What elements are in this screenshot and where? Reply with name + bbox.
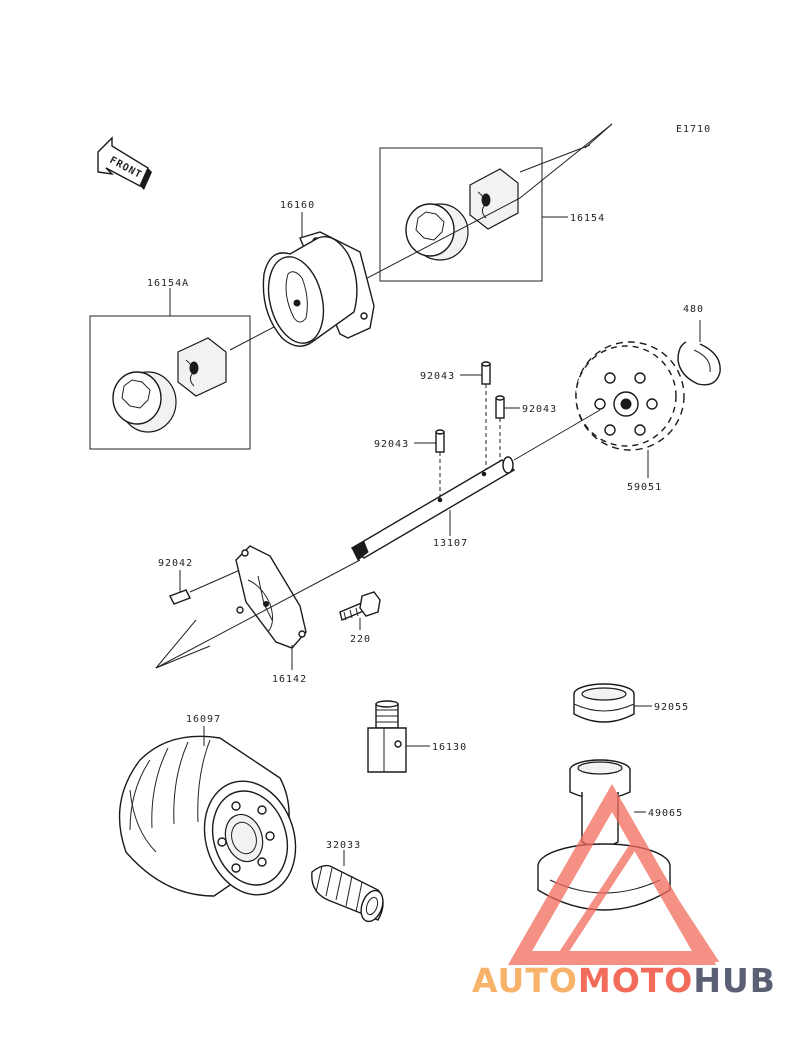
inner-rotor-16154a (177, 337, 227, 397)
label-13107: 13107 (433, 538, 468, 549)
watermark-part-auto: AUTO (472, 961, 578, 1000)
label-59051: 59051 (627, 482, 662, 493)
figure-code: E1710 (676, 124, 711, 135)
watermark-text: AUTOMOTOHUB (472, 961, 776, 1000)
label-16154: 16154 (570, 213, 605, 224)
shaft-13107 (350, 409, 601, 561)
label-92042: 92042 (158, 558, 193, 569)
cover-16142 (235, 545, 307, 649)
outer-rotor-16154a (112, 371, 177, 433)
label-480: 480 (683, 304, 704, 315)
cap-92055 (573, 683, 635, 723)
hose-32033 (311, 864, 384, 923)
fitting-16130 (367, 700, 407, 773)
watermark-logo (507, 783, 720, 965)
inner-rotor-16154 (469, 168, 519, 230)
outer-rotor-16154 (405, 203, 469, 261)
oil-filter-16097 (118, 735, 297, 897)
pin-92042 (169, 569, 241, 605)
label-16154a: 16154A (147, 278, 189, 289)
pump-body-16160 (262, 231, 375, 347)
watermark-part-moto: MOTO (578, 961, 693, 1000)
front-arrow-icon: FRONT (97, 136, 152, 190)
label-220: 220 (350, 634, 371, 645)
watermark-part-hub: HUB (693, 961, 776, 1000)
direction-arrow-bottom (155, 559, 361, 669)
pin-92043-b (495, 395, 505, 462)
label-92043-c: 92043 (374, 439, 409, 450)
label-16130: 16130 (432, 742, 467, 753)
bolt-220 (339, 591, 381, 621)
label-49065: 49065 (648, 808, 683, 819)
label-92043-a: 92043 (420, 371, 455, 382)
label-92043-b: 92043 (522, 404, 557, 415)
circlip-480 (677, 341, 721, 386)
label-32033: 32033 (326, 840, 361, 851)
label-92055: 92055 (654, 702, 689, 713)
label-16160: 16160 (280, 200, 315, 211)
gear-59051 (575, 341, 685, 451)
pin-92043-a (481, 361, 491, 470)
pin-92043-c (435, 429, 445, 498)
label-16097: 16097 (186, 714, 221, 725)
direction-arrow-top (519, 123, 613, 199)
label-16142: 16142 (272, 674, 307, 685)
box-16154 (379, 147, 543, 282)
